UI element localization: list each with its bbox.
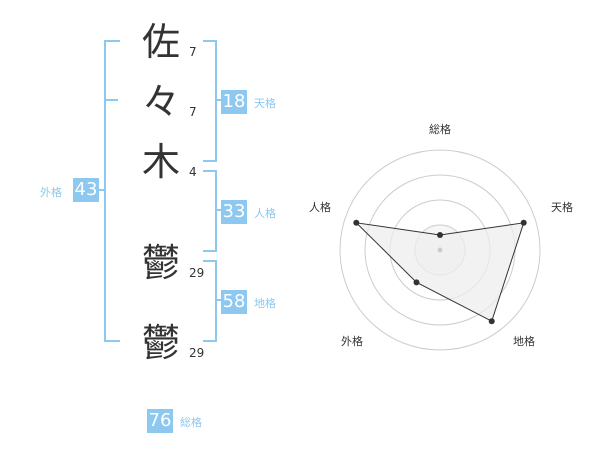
jinkaku-bracket [203,170,217,252]
radar-point-0 [437,232,443,238]
radar-axis-label-tenkaku: 天格 [551,201,573,214]
radar-axis-label-chikaku: 地格 [513,335,535,348]
jinkaku-label: 人格 [254,207,276,220]
name-char-2: 々 [141,80,180,124]
tenkaku-connector [215,99,223,101]
tenkaku-label: 天格 [254,97,276,110]
radar-point-4 [353,219,360,226]
gaikaku-connector [93,189,105,191]
radar-ring-4 [339,149,541,351]
radar-axis-label-soukaku: 総格 [429,123,451,136]
chikaku-value: 58 [221,290,247,314]
radar-center-point [437,247,443,253]
gaikaku-bracket [104,40,120,342]
stroke-count-5: 29 [189,346,205,360]
tenkaku-bracket [203,40,217,162]
gaikaku-label: 外格 [40,186,62,199]
name-char-5: 鬱 [141,321,180,365]
radar-point-1 [520,219,527,226]
radar-point-2 [488,318,495,325]
stroke-count-3: 4 [189,165,197,179]
stroke-count-4: 29 [189,266,205,280]
chikaku-connector [215,299,223,301]
stroke-count-1: 7 [189,45,197,59]
gaikaku-bracket-tick [106,99,118,101]
radar-axis-label-jinkaku: 人格 [309,201,331,214]
jinkaku-value: 33 [221,200,247,224]
name-char-1: 佐 [141,20,180,64]
radar-point-3 [413,279,420,286]
soukaku-value: 76 [147,409,173,433]
radar-axis-label-gaikaku: 外格 [341,335,363,348]
chikaku-bracket [203,260,217,342]
name-char-3: 木 [141,140,180,184]
jinkaku-connector [215,209,223,211]
tenkaku-value: 18 [221,90,247,114]
gaikaku-value: 43 [73,178,99,202]
soukaku-label: 総格 [180,416,202,429]
stroke-count-2: 7 [189,105,197,119]
name-char-4: 鬱 [141,241,180,285]
radar-data-polygon [354,222,525,322]
chikaku-label: 地格 [254,297,276,310]
